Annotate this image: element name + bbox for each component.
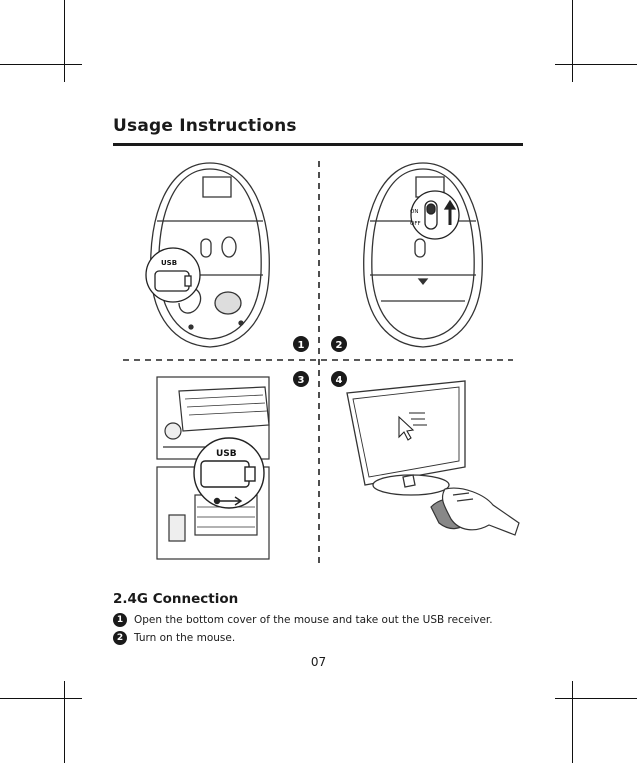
step-marker-4-label: 4 [336,375,343,386]
usb-callout-small [146,248,200,302]
step-text: Turn on the mouse. [134,632,235,644]
page-number: 07 [0,655,637,669]
instruction-step-2: 2 Turn on the mouse. [113,631,235,645]
step-marker-3-label: 3 [298,375,305,386]
instruction-figure: USB ON OFF 1 2 [113,155,523,575]
crop-mark-top-right-v [572,0,573,82]
section-title: 2.4G Connection [113,591,238,607]
title-rule [113,143,523,146]
crop-mark-bottom-right-v [572,681,573,763]
mouse-bottom-closed [364,163,483,347]
hand-on-mouse-illustration [431,488,519,535]
crop-mark-top-right-h [555,64,637,65]
crop-mark-bottom-left-h [0,698,82,699]
step-marker-3: 3 [293,371,309,387]
switch-label-on: ON [410,209,418,215]
step-marker-1: 1 [293,336,309,352]
crop-mark-top-left-h [0,64,82,65]
instruction-step-1: 1 Open the bottom cover of the mouse and… [113,613,493,627]
usb-label-large: USB [216,449,237,459]
usb-label-small: USB [161,259,177,267]
step-text: Open the bottom cover of the mouse and t… [134,614,493,626]
page-title: Usage Instructions [113,116,297,136]
switch-callout [411,191,459,239]
switch-label-off: OFF [410,221,421,227]
step-number-badge: 2 [113,631,127,645]
crop-mark-top-left-v [64,0,65,82]
crop-mark-bottom-left-v [64,681,65,763]
crop-mark-bottom-right-h [555,698,637,699]
instruction-illustration: USB ON OFF 1 2 [113,155,523,575]
monitor-illustration [347,381,465,495]
step-marker-2: 2 [331,336,347,352]
step-marker-1-label: 1 [298,340,305,351]
step-number-badge: 1 [113,613,127,627]
step-marker-2-label: 2 [336,340,343,351]
step-marker-4: 4 [331,371,347,387]
